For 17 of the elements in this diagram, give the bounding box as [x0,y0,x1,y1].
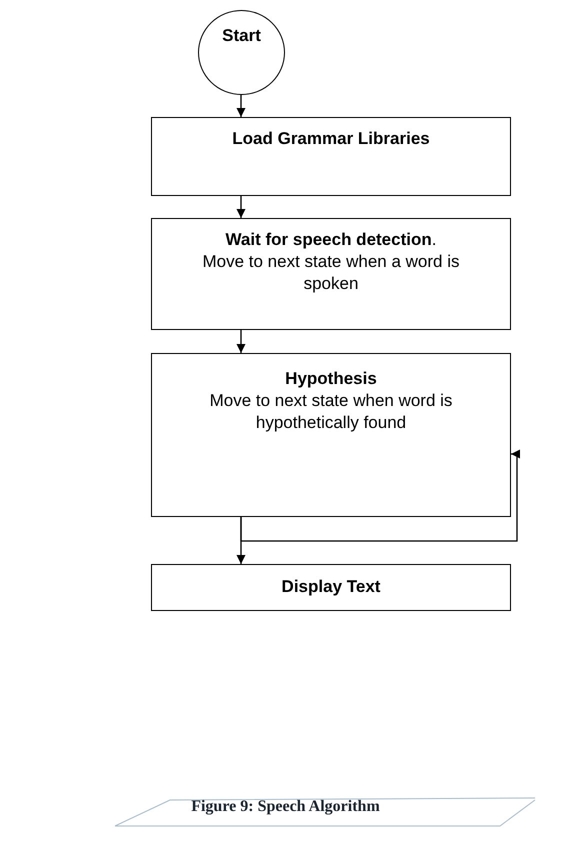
step-description: Move to next state when a word is spoken [201,251,461,296]
node-label: Load Grammar Libraries [232,128,430,150]
step-title: Hypothesis [285,368,377,390]
step-description: Move to next state when word is hypothetically found [208,390,454,434]
node-label: Display Text [282,576,380,598]
node-label: Start [222,25,261,47]
step-title: Wait for speech detection. [226,229,436,251]
arrow [236,517,246,564]
process-box [151,353,511,517]
arrow [240,449,520,542]
process-box [151,218,511,330]
arrow [236,95,246,117]
arrow [236,196,246,218]
arrow [236,330,246,353]
process-box [151,117,511,196]
figure-caption: Figure 9: Speech Algorithm [191,798,380,815]
process-box [151,564,511,611]
